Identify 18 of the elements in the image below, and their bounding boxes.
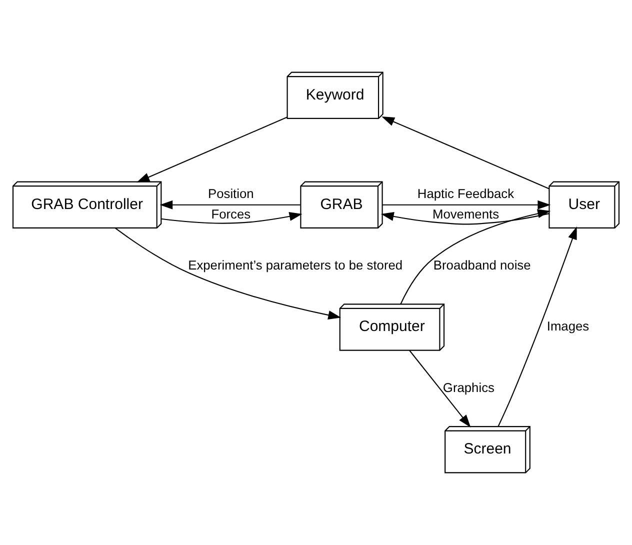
edge-label: Forces [211,206,251,222]
arrow [136,116,288,182]
edge-label: Broadband noise [433,257,531,272]
edge-label: Experiment’s parameters to be stored [188,257,403,272]
edge-label: Haptic Feedback [417,186,514,201]
edge-label: Graphics [442,380,494,395]
arrow [382,116,550,190]
arrow [498,226,577,427]
edge-label: Images [546,318,590,334]
arrow [380,212,550,225]
edge-label: Movements [432,206,500,222]
arrow [114,228,342,320]
arrow [161,212,302,224]
arrow [382,200,551,210]
arrow [400,209,551,304]
arrow [160,200,300,210]
edge-label: Position [208,186,254,201]
arrow [409,350,471,428]
